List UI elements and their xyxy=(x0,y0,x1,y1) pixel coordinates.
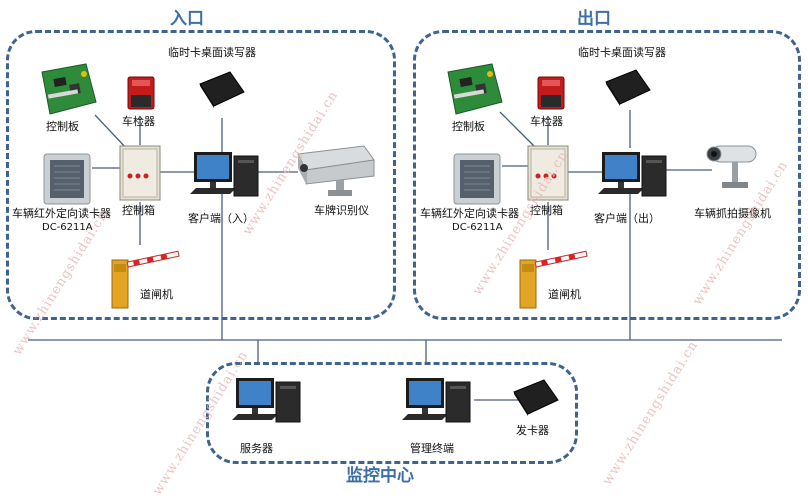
management-terminal-icon xyxy=(402,378,471,423)
vehicle-detector-icon xyxy=(127,76,155,110)
card-issuer-icon xyxy=(513,379,559,416)
exit-control-board-label: 控制板 xyxy=(452,120,485,133)
long-range-reader-label: 车辆红外定向读卡器 xyxy=(12,207,111,220)
server-icon xyxy=(232,378,301,423)
plate-recognition-camera-label: 车牌识别仪 xyxy=(314,204,369,217)
control-board-label: 控制板 xyxy=(46,120,79,133)
entrance-region xyxy=(6,30,396,320)
management-terminal-label: 管理终端 xyxy=(410,442,454,455)
exit-long-range-reader-icon xyxy=(453,153,501,205)
exit-long-range-reader-label: 车辆红外定向读卡器 xyxy=(420,207,519,220)
exit-control-board-icon xyxy=(447,63,503,115)
desktop-reader-label: 临时卡桌面读写器 xyxy=(168,46,256,59)
monitor-center-title: 监控中心 xyxy=(340,466,420,486)
exit-vehicle-detector-label: 车检器 xyxy=(530,115,563,128)
client-pc-label: 客户端（入） xyxy=(188,212,254,225)
exit-region xyxy=(413,30,801,320)
control-box-label: 控制箱 xyxy=(122,204,155,217)
long-range-reader-icon xyxy=(43,153,91,205)
exit-vehicle-detector-icon xyxy=(537,76,565,110)
control-board-icon xyxy=(41,63,97,115)
plate-recognition-camera-icon xyxy=(297,145,375,196)
vehicle-detector-label: 车检器 xyxy=(122,115,155,128)
exit-title: 出口 xyxy=(571,9,617,29)
card-issuer-label: 发卡器 xyxy=(516,424,549,437)
exit-desktop-reader-icon xyxy=(605,69,651,106)
exit-barrier-gate-icon xyxy=(519,250,588,309)
long-range-reader-model: DC-6211A xyxy=(42,222,93,233)
snapshot-camera-label: 车辆抓拍摄像机 xyxy=(694,207,771,220)
exit-control-box-icon xyxy=(527,145,569,201)
exit-desktop-reader-label: 临时卡桌面读写器 xyxy=(578,46,666,59)
exit-client-pc-label: 客户端（出） xyxy=(594,212,660,225)
desktop-reader-icon xyxy=(199,71,245,108)
client-pc-icon xyxy=(190,152,259,197)
barrier-gate-label: 道闸机 xyxy=(140,288,173,301)
barrier-gate-icon xyxy=(111,250,180,309)
exit-long-range-reader-model: DC-6211A xyxy=(452,222,503,233)
exit-barrier-gate-label: 道闸机 xyxy=(548,288,581,301)
exit-control-box-label: 控制箱 xyxy=(530,204,563,217)
monitor-center-region xyxy=(206,362,578,464)
entrance-title: 入口 xyxy=(164,9,210,29)
server-label: 服务器 xyxy=(240,442,273,455)
exit-client-pc-icon xyxy=(598,152,667,197)
snapshot-camera-icon xyxy=(706,145,757,188)
control-box-icon xyxy=(119,145,161,201)
